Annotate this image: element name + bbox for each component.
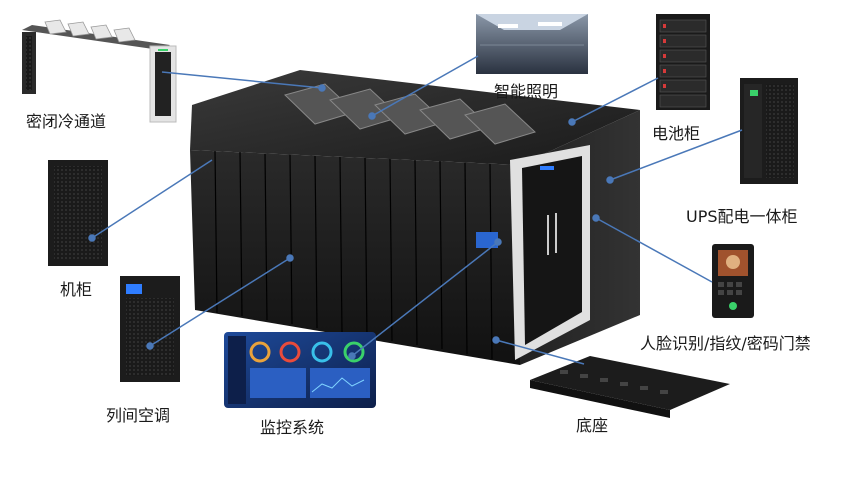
label-access-control: 人脸识别/指纹/密码门禁 <box>640 334 811 353</box>
label-rack-cabinet: 机柜 <box>60 280 93 299</box>
line-cabinet <box>91 159 213 239</box>
roof-skylights <box>284 83 536 145</box>
label-closed-cold-aisle: 密闭冷通道 <box>26 112 107 131</box>
label-monitoring-system: 监控系统 <box>260 418 325 437</box>
line-monitor <box>351 241 499 357</box>
line-access <box>595 217 713 283</box>
line-ac <box>149 257 291 347</box>
cold-aisle-device <box>22 19 177 123</box>
line-lighting <box>371 55 479 117</box>
leader-lines <box>88 55 743 365</box>
label-base: 底座 <box>576 416 609 435</box>
main-module <box>190 70 640 365</box>
front-screen <box>476 232 498 248</box>
label-battery-cabinet: 电池柜 <box>652 124 701 143</box>
ac-device <box>120 276 180 382</box>
module-front <box>190 150 520 365</box>
label-smart-lighting: 智能照明 <box>494 82 559 101</box>
door <box>522 156 582 345</box>
lighting-device <box>476 14 588 74</box>
line-ups <box>609 129 743 181</box>
label-ups-cabinet: UPS配电一体柜 <box>686 207 798 226</box>
base-device <box>530 356 730 418</box>
access-device <box>712 244 754 318</box>
line-battery <box>571 77 659 123</box>
line-base <box>495 339 585 365</box>
rack-device <box>48 160 108 266</box>
ups-device <box>740 78 798 184</box>
line-aisle <box>161 71 323 89</box>
monitor-device <box>224 332 376 408</box>
label-in-row-ac: 列间空调 <box>106 406 171 425</box>
battery-device <box>656 14 710 110</box>
